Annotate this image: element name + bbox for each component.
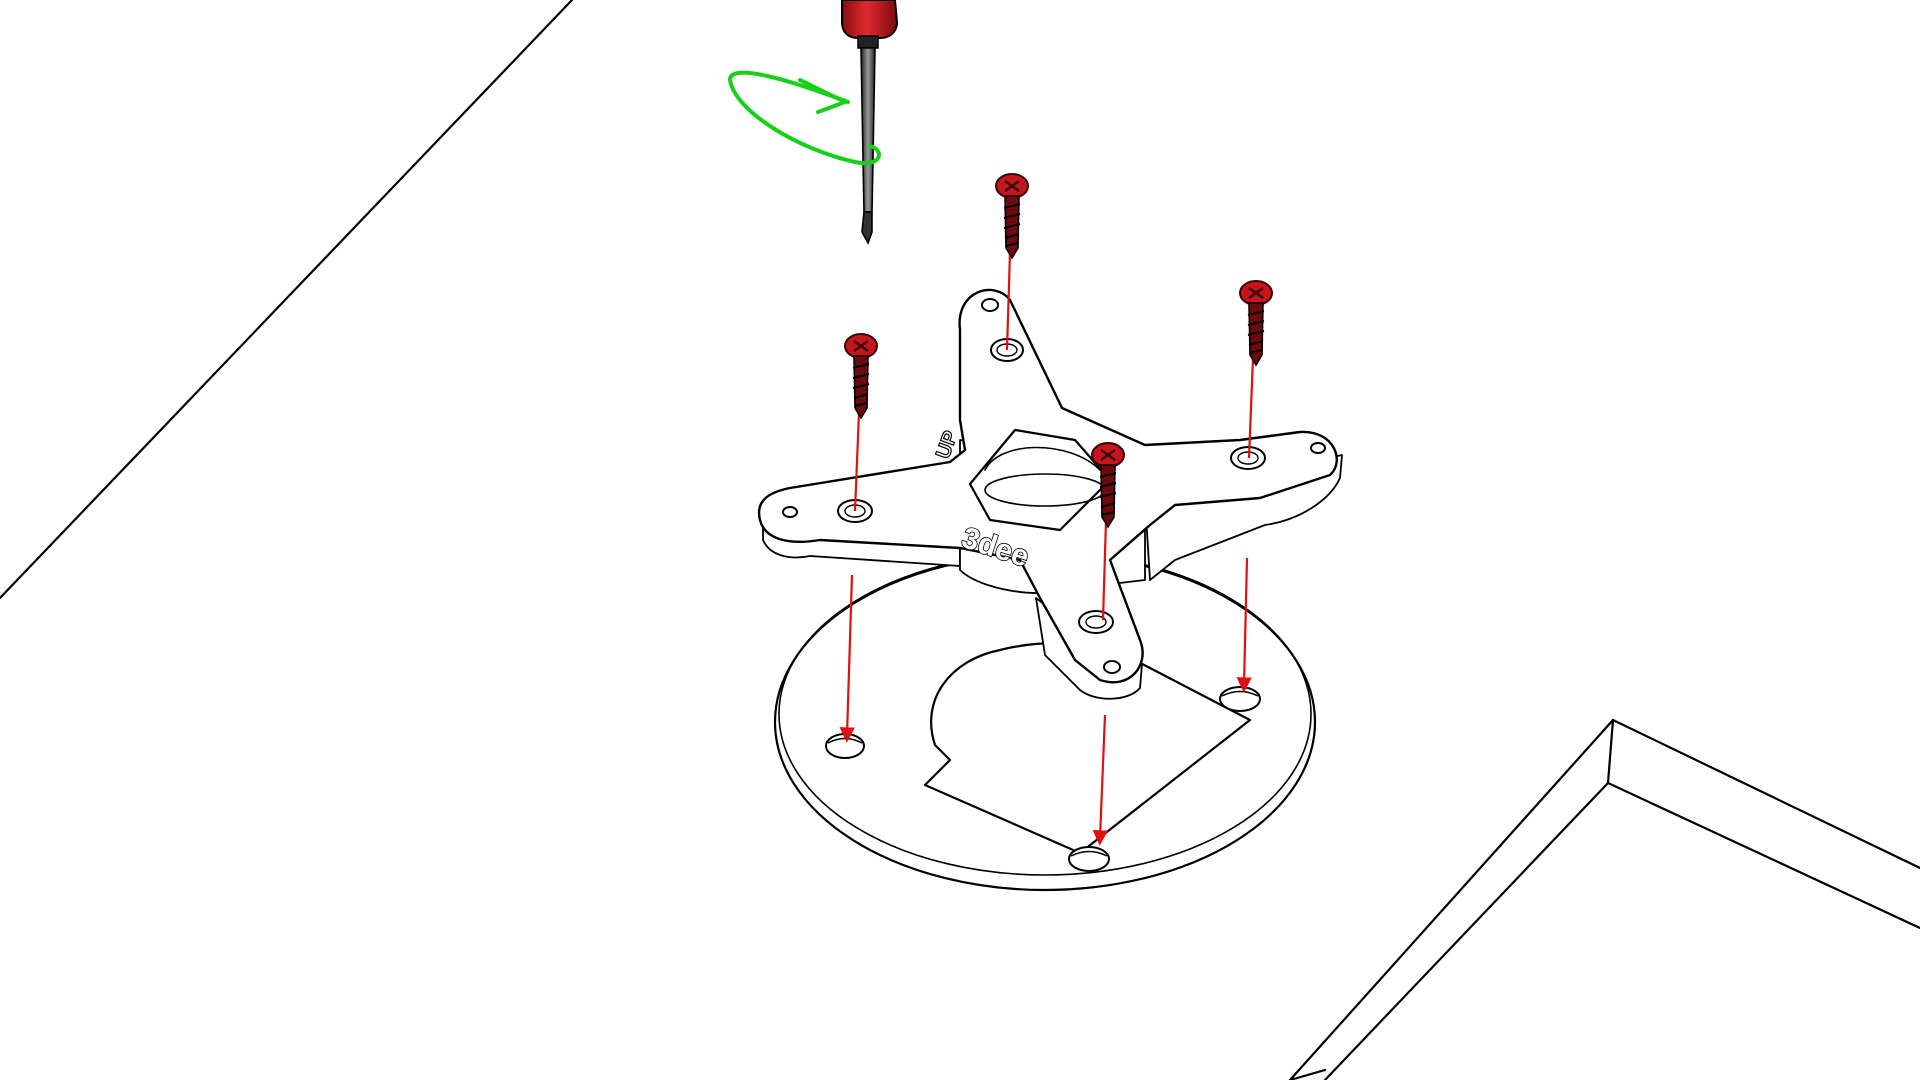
guide-line-center <box>1101 519 1108 621</box>
bracket-hole-bottom <box>1078 610 1121 674</box>
guide-arrow-right <box>1236 557 1252 693</box>
screw-left <box>844 333 878 420</box>
guide-line-right <box>1247 357 1255 459</box>
screw-center <box>1091 442 1125 529</box>
guide-lines-upper <box>853 251 1255 621</box>
screwdriver-icon <box>841 0 899 245</box>
base-hole-left <box>825 733 865 759</box>
screw-right <box>1239 280 1273 367</box>
guide-arrow-bottom <box>1092 714 1109 846</box>
screw-icon <box>995 173 1029 260</box>
base-hole-bottom <box>1068 846 1110 872</box>
screw-icon <box>844 333 878 420</box>
bracket-hole-right <box>1230 442 1326 470</box>
guide-arrows-lower <box>839 557 1252 846</box>
guide-arrow-left <box>839 574 855 743</box>
mounting-bracket: 3dee UP <box>757 288 1343 700</box>
screw-top <box>995 173 1029 260</box>
screw-icon <box>1091 442 1125 529</box>
screw-icon <box>1239 280 1273 367</box>
recessed-frame <box>1288 718 1920 1080</box>
base-hole-right <box>1219 686 1261 712</box>
surface-edge-left <box>0 0 574 600</box>
clockwise-rotation-icon <box>727 70 881 166</box>
guide-line-top <box>1005 251 1012 351</box>
guide-line-left <box>853 411 861 512</box>
